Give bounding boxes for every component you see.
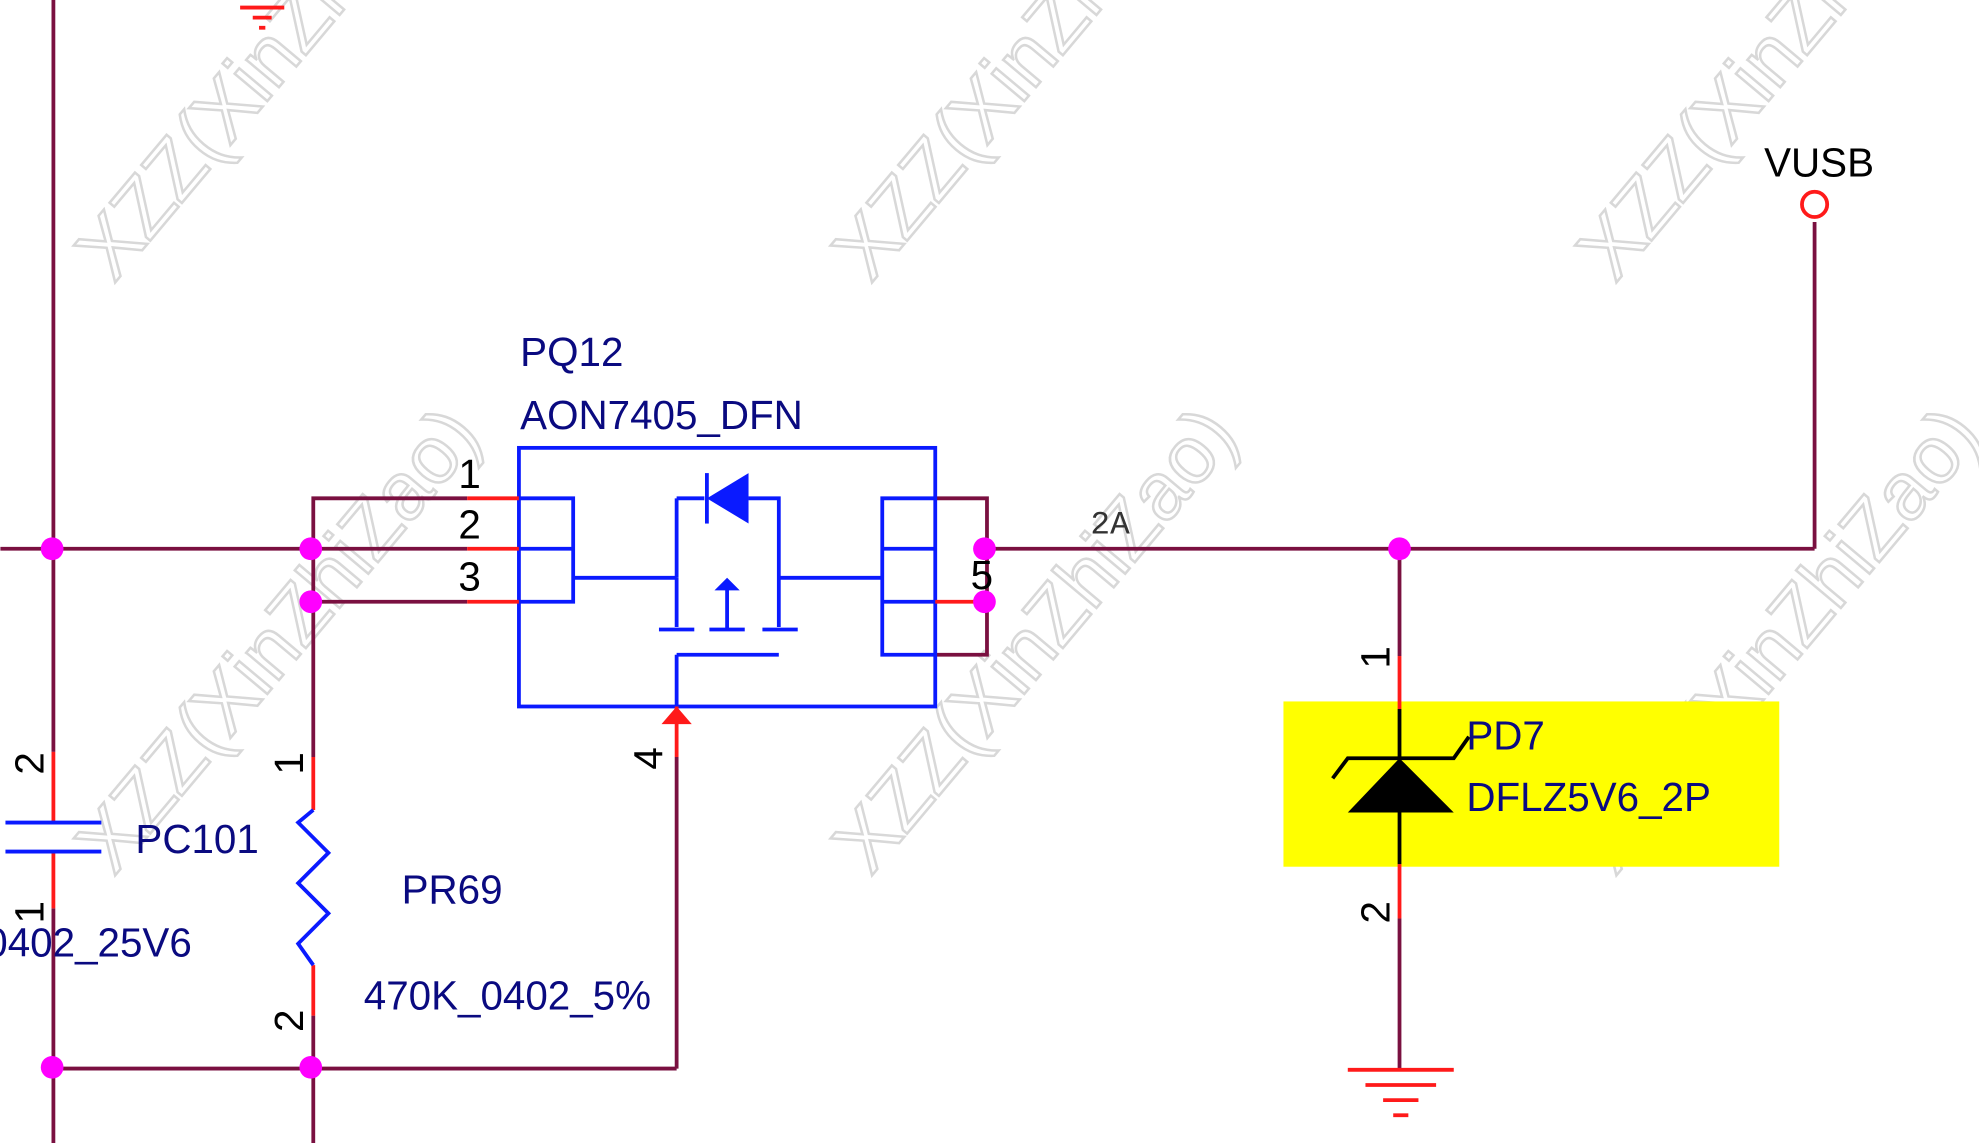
capacitor-pc101: PC101 0402_25V6 2 1 bbox=[0, 751, 259, 965]
junction-dot bbox=[40, 1055, 64, 1079]
pin-1: 1 bbox=[458, 451, 480, 497]
pin-2: 2 bbox=[6, 752, 52, 774]
mosfet-pq12: PQ12 AON7405_DFN 1 2 3 4 5 bbox=[458, 329, 993, 770]
pin-1: 1 bbox=[1352, 646, 1398, 668]
junction-dot bbox=[299, 1055, 323, 1079]
c-value: 0402_25V6 bbox=[0, 919, 192, 965]
junction-dot bbox=[1388, 537, 1411, 561]
zener-diode-pd7: PD7 DFLZ5V6_2P 1 2 bbox=[1283, 646, 1780, 923]
d-ref: PD7 bbox=[1466, 712, 1545, 758]
watermark: XZZ(XinZhiZao) bbox=[816, 0, 1254, 295]
junction-dot bbox=[299, 590, 323, 614]
pin-1: 1 bbox=[6, 901, 52, 923]
ground-symbol bbox=[1347, 1067, 1454, 1118]
junction-dot bbox=[973, 590, 996, 614]
body-diode-icon bbox=[706, 473, 749, 524]
watermark: XZZ(XinZhiZao) bbox=[59, 391, 497, 889]
watermark: XZZ(XinZhiZao) bbox=[59, 0, 497, 295]
r-value: 470K_0402_5% bbox=[364, 972, 651, 1018]
zener-icon bbox=[1347, 758, 1454, 813]
junction-dot bbox=[973, 537, 996, 561]
c-ref: PC101 bbox=[135, 816, 258, 862]
q-value: AON7405_DFN bbox=[520, 392, 803, 438]
pin-2: 2 bbox=[266, 1010, 312, 1032]
pin-1: 1 bbox=[266, 752, 312, 774]
pin-2: 2 bbox=[1352, 901, 1398, 923]
net-label-vusb: VUSB bbox=[1764, 140, 1874, 186]
r-ref: PR69 bbox=[402, 866, 503, 912]
pin-3: 3 bbox=[458, 553, 480, 599]
pin-5: 5 bbox=[971, 552, 993, 598]
current-label: 2A bbox=[1090, 507, 1130, 544]
vusb-port-icon bbox=[1800, 189, 1830, 219]
ground-symbol-top bbox=[240, 5, 285, 30]
resistor-pr69: PR69 470K_0402_5% 1 2 bbox=[266, 752, 651, 1032]
d-value: DFLZ5V6_2P bbox=[1466, 774, 1711, 820]
pin-4: 4 bbox=[626, 747, 672, 769]
highlight bbox=[1283, 701, 1780, 867]
junction-dot bbox=[40, 537, 64, 561]
junction-dot bbox=[299, 537, 323, 561]
q-ref: PQ12 bbox=[520, 329, 623, 375]
pin-2: 2 bbox=[458, 502, 480, 548]
junctions bbox=[40, 537, 1411, 1079]
